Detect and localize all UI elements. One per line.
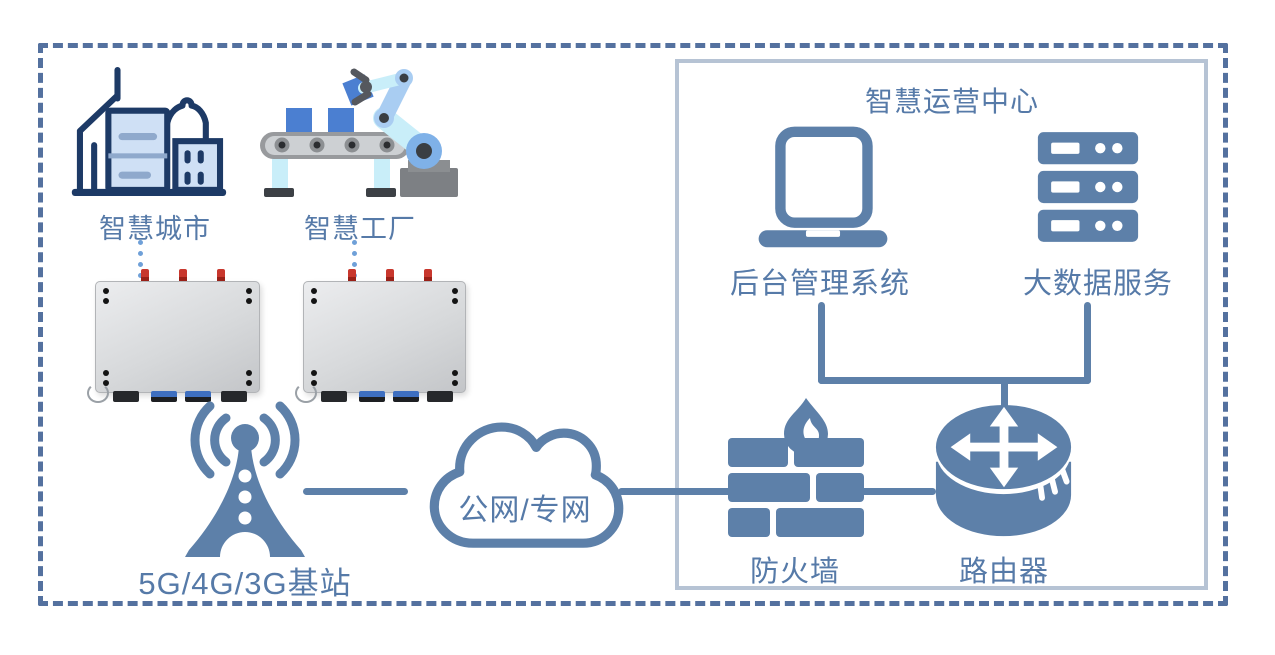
cloud-network: 公网/专网 [418,402,632,556]
smart-city-label: 智慧城市 [99,214,211,244]
gateway-device-2 [295,269,466,403]
cloud-label: 公网/专网 [458,494,592,528]
server-stack-icon [1037,132,1139,242]
antenna-connector-icon [217,269,225,281]
dotted-link-factory-gateway [352,240,357,278]
big-data-service-label: 大数据服务 [1022,268,1173,300]
antenna-connector-icon [424,269,432,281]
outer-dashed-border [38,43,1228,606]
antenna-connector-icon [386,269,394,281]
link-down-to-router [1001,380,1008,413]
antenna-connector-icon [141,269,149,281]
antenna-connector-icon [348,269,356,281]
brick-wall-flame-icon [728,398,864,537]
signal-tower-icon [185,401,305,557]
link-bracket-horizontal [818,377,1091,384]
factory-robot-arm-icon [260,68,458,197]
router-cylinder-arrows-icon [935,404,1072,537]
gateway-device-1 [87,269,260,403]
ops-center-title: 智慧运营中心 [864,86,1039,117]
firewall-label: 防火墙 [749,556,840,588]
city-buildings-icon [71,67,227,196]
cable-loop [295,383,317,403]
smart-factory-label: 智慧工厂 [304,214,416,244]
management-system-label: 后台管理系统 [730,268,911,300]
link-bigdata-down [1084,302,1091,384]
link-tower-cloud [303,488,408,495]
laptop-icon [758,126,888,248]
link-cloud-firewall [618,488,732,495]
base-station-label: 5G/4G/3G基站 [138,566,352,601]
cable-loop [87,383,109,403]
router-label: 路由器 [958,556,1049,588]
link-management-down [818,302,825,384]
dotted-link-city-gateway [138,240,143,278]
antenna-connector-icon [179,269,187,281]
link-firewall-router [860,488,936,495]
cloud-outline-icon [429,422,624,548]
